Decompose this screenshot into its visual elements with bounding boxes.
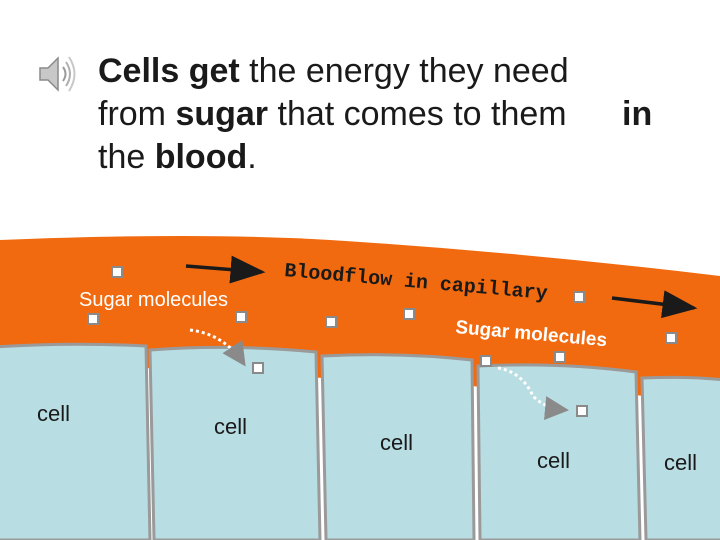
caption-line-2: from sugar that comes to them [98, 95, 567, 133]
caption-in-word: in [622, 95, 653, 133]
cell-2 [148, 345, 322, 540]
sugar-molecule [576, 405, 588, 417]
flow-arrow-right [611, 290, 698, 319]
sugar-molecule [554, 351, 566, 363]
cell-layer [0, 342, 720, 540]
cell-4 [476, 363, 642, 540]
caption-line-3: the blood. [98, 138, 257, 176]
cell-label-4: cell [537, 448, 570, 473]
sugar-molecule [235, 311, 247, 323]
sugar-molecule [111, 266, 123, 278]
sugar-molecule [480, 355, 492, 367]
cell-1 [0, 342, 152, 540]
sugar-molecule [87, 313, 99, 325]
cell-3 [320, 353, 476, 540]
sugar-molecule [573, 291, 585, 303]
cell-5 [640, 375, 720, 540]
cell-label-1: cell [37, 401, 70, 426]
sugar-molecule [252, 362, 264, 374]
sugar-label-left: Sugar molecules [79, 289, 228, 311]
caption-line-1: Cells get the energy they need [98, 52, 569, 90]
diffusion-arrow-left [189, 328, 246, 367]
cell-label-5: cell [664, 450, 697, 475]
slide-caption: Cells get the energy they need from suga… [98, 50, 569, 179]
flow-arrow-left [185, 255, 266, 284]
diffusion-arrow-right [497, 366, 569, 421]
cell-label-2: cell [214, 414, 247, 439]
sugar-molecules [87, 266, 677, 417]
sugar-molecule [403, 308, 415, 320]
sugar-molecule [665, 332, 677, 344]
sugar-molecule [325, 316, 337, 328]
speaker-icon[interactable] [38, 52, 78, 96]
cell-label-3: cell [380, 430, 413, 455]
